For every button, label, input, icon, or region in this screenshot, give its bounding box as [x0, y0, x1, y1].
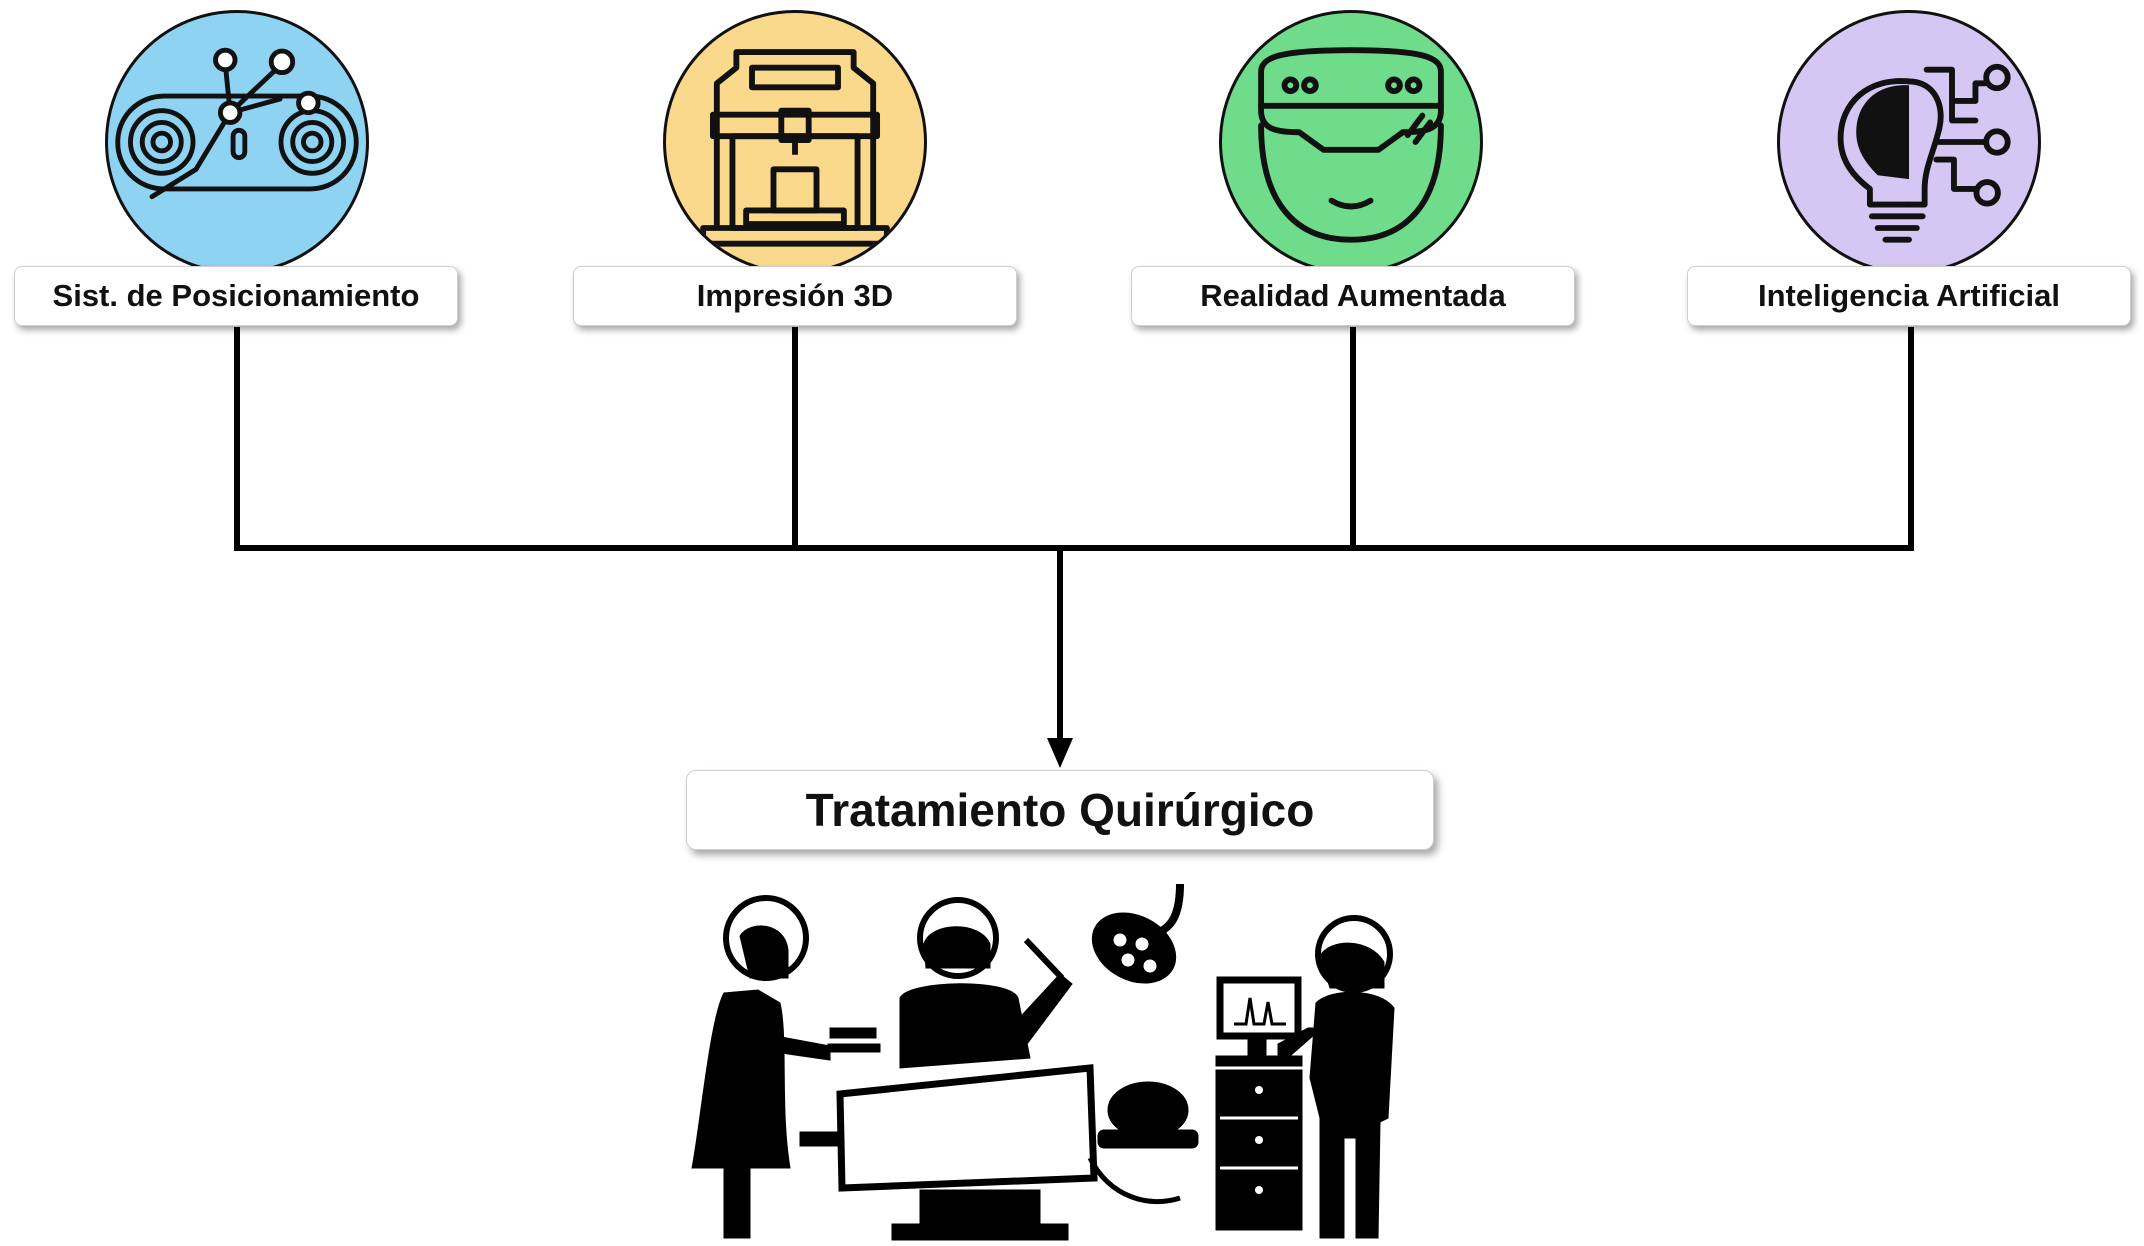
arrow-head: [1047, 738, 1073, 768]
positioning-system-circle: [105, 10, 369, 274]
vr-headset-icon: [1258, 47, 1444, 243]
result-box: Tratamiento Quirúrgico: [686, 770, 1434, 850]
3d-printer-icon: [700, 49, 890, 247]
node-label-artificial-intelligence: Inteligencia Artificial: [1687, 266, 2131, 326]
ai-brain-bulb-icon: [1837, 63, 2011, 243]
artificial-intelligence-circle: [1777, 10, 2041, 274]
3d-printing-circle: [663, 10, 927, 274]
node-label-augmented-reality: Realidad Aumentada: [1131, 266, 1575, 326]
augmented-reality-circle: [1219, 10, 1483, 274]
surgery-team-icon: [691, 883, 1395, 1241]
robotic-arm-icon: [115, 47, 359, 200]
node-label-3d-printing: Impresión 3D: [573, 266, 1017, 326]
node-label-positioning: Sist. de Posicionamiento: [14, 266, 458, 326]
